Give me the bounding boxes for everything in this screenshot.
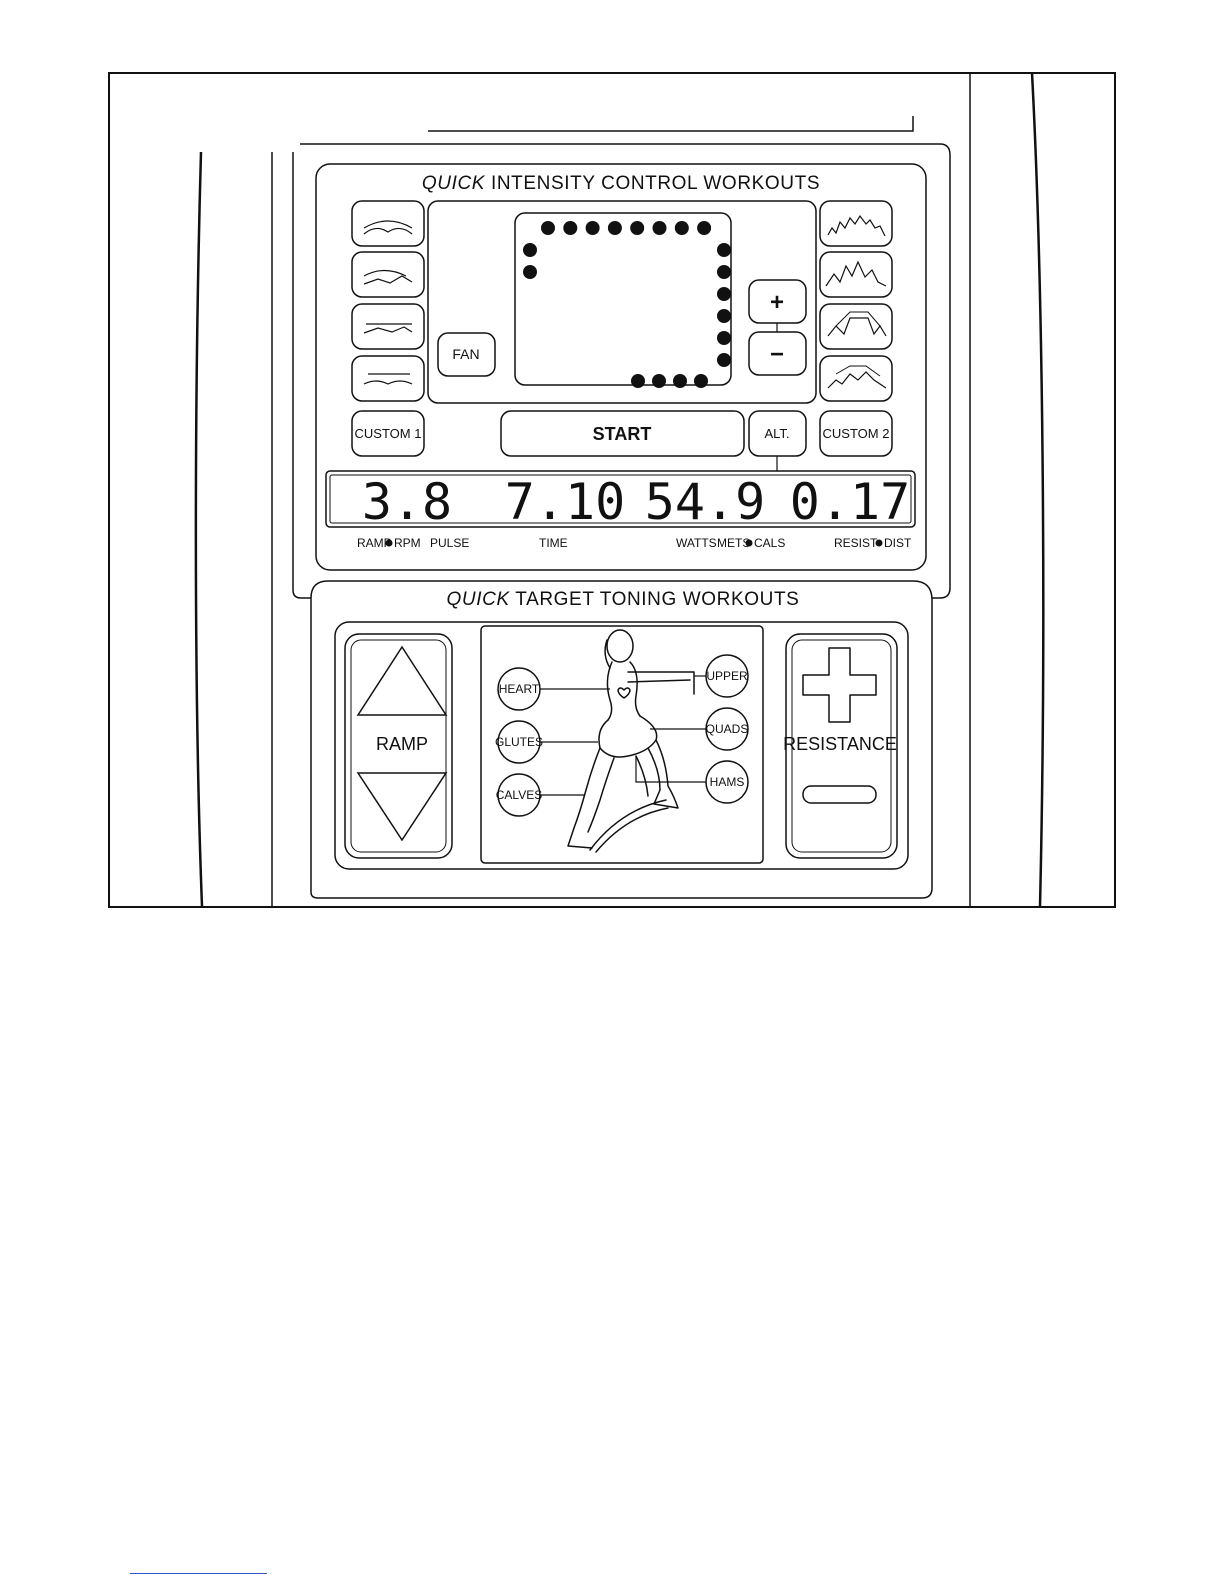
- glutes-label: GLUTES: [495, 735, 543, 749]
- target-upper[interactable]: UPPER: [706, 655, 748, 697]
- minus-label: −: [770, 341, 784, 368]
- label-resist: RESIST: [834, 536, 878, 550]
- profile-peaks-icon: [828, 216, 885, 236]
- resistance-label: RESISTANCE: [783, 734, 897, 754]
- led-dot: [631, 374, 645, 388]
- label-watts: WATTS: [676, 536, 717, 550]
- workout-profile-button-2[interactable]: [352, 252, 424, 297]
- display-value-resist-dist: 0.17: [790, 473, 910, 531]
- led-dot: [717, 265, 731, 279]
- workout-profile-button-7[interactable]: [820, 304, 892, 349]
- led-dot: [523, 265, 537, 279]
- led-dot: [652, 374, 666, 388]
- led-dot: [717, 353, 731, 367]
- footer-link-underline: [130, 1573, 267, 1574]
- profile-wave-icon: [364, 271, 406, 277]
- quads-label: QUADS: [706, 722, 749, 736]
- label-rpm: RPM: [394, 536, 421, 550]
- intensity-section-title: QUICK INTENSITY CONTROL WORKOUTS: [422, 173, 820, 194]
- custom-2-label: CUSTOM 2: [823, 426, 890, 441]
- led-dot: [694, 374, 708, 388]
- start-button[interactable]: START: [501, 411, 744, 456]
- target-hams[interactable]: HAMS: [706, 761, 748, 803]
- upper-label: UPPER: [706, 669, 748, 683]
- led-dot: [717, 287, 731, 301]
- profile-mountain-icon: [826, 262, 886, 286]
- led-matrix-window: [515, 213, 731, 385]
- custom-2-button[interactable]: CUSTOM 2: [820, 411, 892, 456]
- top-bracket: [428, 116, 913, 131]
- hams-label: HAMS: [710, 775, 745, 789]
- led-track-dots: [523, 221, 731, 388]
- led-dot: [630, 221, 644, 235]
- workout-profile-button-3[interactable]: [352, 304, 424, 349]
- display-panel: [428, 201, 816, 403]
- led-dot: [608, 221, 622, 235]
- led-dot: [675, 221, 689, 235]
- indicator-dot: [386, 540, 393, 547]
- alt-button[interactable]: ALT.: [749, 411, 806, 456]
- alt-label: ALT.: [764, 426, 789, 441]
- label-cals: CALS: [754, 536, 785, 550]
- led-dot: [673, 374, 687, 388]
- custom-1-label: CUSTOM 1: [355, 426, 422, 441]
- label-time: TIME: [539, 536, 568, 550]
- led-dot: [717, 243, 731, 257]
- led-dot: [523, 243, 537, 257]
- workout-profile-button-5[interactable]: [820, 201, 892, 246]
- toning-section-title: QUICK TARGET TONING WORKOUTS: [447, 589, 800, 610]
- right-curve-edge: [1032, 73, 1043, 906]
- led-dot: [697, 221, 711, 235]
- target-quads[interactable]: QUADS: [706, 708, 749, 750]
- workout-profile-button-8[interactable]: [820, 356, 892, 401]
- ramp-label: RAMP: [376, 734, 428, 754]
- led-dot: [541, 221, 555, 235]
- intensity-minus-button[interactable]: −: [749, 332, 806, 375]
- calves-label: CALVES: [496, 788, 542, 802]
- plus-label: +: [770, 289, 784, 316]
- label-dist: DIST: [884, 536, 912, 550]
- workout-profile-button-1[interactable]: [352, 201, 424, 246]
- workout-profile-button-4[interactable]: [352, 356, 424, 401]
- led-dot: [717, 309, 731, 323]
- fan-label: FAN: [452, 346, 479, 362]
- indicator-dot: [876, 540, 883, 547]
- heart-label: HEART: [499, 682, 540, 696]
- indicator-dot: [746, 540, 753, 547]
- profile-plateau-icon: [828, 318, 886, 336]
- fan-button[interactable]: FAN: [438, 333, 495, 376]
- profile-wave-icon: [364, 221, 412, 228]
- workout-profile-button-6[interactable]: [820, 252, 892, 297]
- display-value-ramp-rpm-pulse: 3.8: [362, 473, 452, 531]
- display-value-time: 7.10: [505, 473, 625, 531]
- left-curve-edge: [196, 152, 202, 906]
- target-heart[interactable]: HEART: [498, 668, 540, 710]
- display-value-watts-mets-cals: 54.9: [645, 473, 765, 531]
- led-dot: [653, 221, 667, 235]
- start-label: START: [593, 424, 652, 444]
- led-dot: [586, 221, 600, 235]
- led-dot: [563, 221, 577, 235]
- label-pulse: PULSE: [430, 536, 469, 550]
- led-dot: [717, 331, 731, 345]
- label-mets: METS: [717, 536, 750, 550]
- custom-1-button[interactable]: CUSTOM 1: [352, 411, 424, 456]
- intensity-plus-button[interactable]: +: [749, 280, 806, 323]
